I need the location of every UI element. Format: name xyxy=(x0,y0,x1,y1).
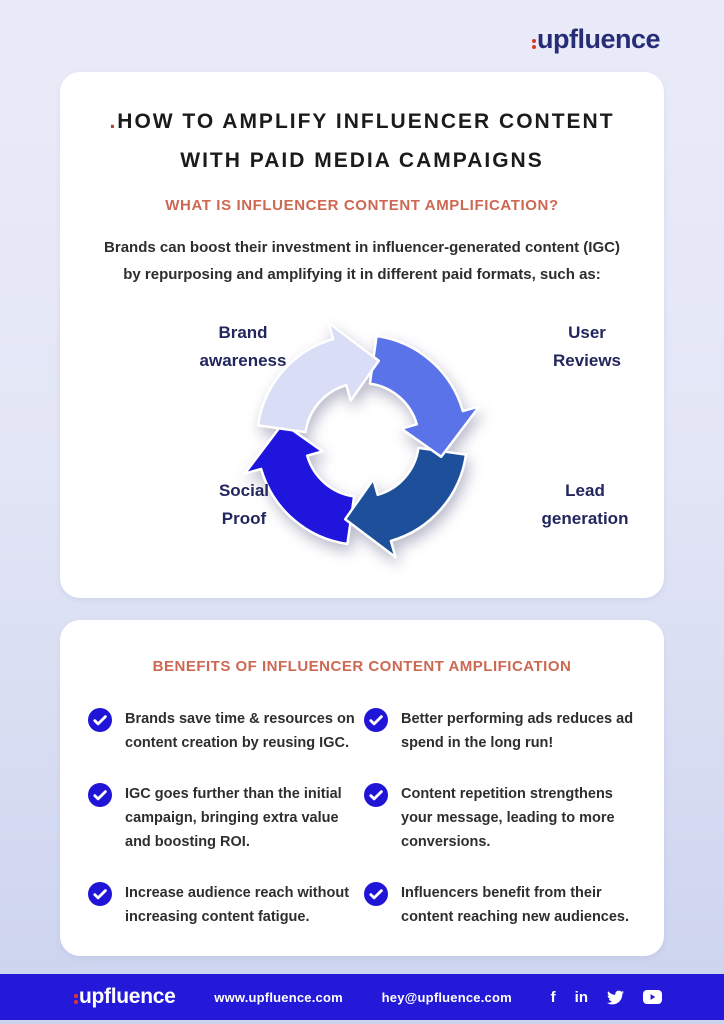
benefits-card: BENEFITS OF INFLUENCER CONTENT AMPLIFICA… xyxy=(60,620,664,956)
check-icon xyxy=(88,882,112,906)
footer-upfluence-logo: upfluence xyxy=(74,985,176,1009)
diagram-label-brand-awareness: Brand awareness xyxy=(199,323,287,370)
email-link[interactable]: hey@upfluence.com xyxy=(381,989,512,1005)
youtube-icon[interactable] xyxy=(643,990,662,1004)
title-dot: . xyxy=(109,110,118,133)
cycle-segment-lead-generation xyxy=(343,446,468,559)
benefit-text: IGC goes further than the initial campai… xyxy=(125,786,342,850)
list-item: Better performing ads reduces ad spend i… xyxy=(364,707,634,755)
cycle-segment-social-proof xyxy=(243,421,356,546)
intro-body-text: Brands can boost their investment in inf… xyxy=(104,239,620,283)
list-item: Content repetition strengthens your mess… xyxy=(364,782,634,854)
content-cycle-diagram: Brand awareness User Reviews Social Proo… xyxy=(60,292,664,592)
list-item: Brands save time & resources on content … xyxy=(88,707,358,755)
list-item: Influencers benefit from their content r… xyxy=(364,881,634,929)
cycle-diagram-svg xyxy=(243,321,481,559)
diagram-label-user-reviews: User Reviews xyxy=(552,323,622,370)
check-icon xyxy=(364,708,388,732)
diagram-label-lead-generation: Lead generation xyxy=(541,481,629,528)
page-title: .HOW TO AMPLIFY INFLUENCER CONTENT WITH … xyxy=(109,110,615,172)
intro-card: .HOW TO AMPLIFY INFLUENCER CONTENT WITH … xyxy=(60,72,664,598)
upfluence-logo: upfluence xyxy=(531,24,661,55)
benefits-columns: Brands save time & resources on content … xyxy=(60,707,664,929)
facebook-icon[interactable]: f xyxy=(550,988,556,1006)
benefit-text: Increase audience reach without increasi… xyxy=(125,885,350,925)
benefit-text: Brands save time & resources on content … xyxy=(125,711,355,751)
benefits-column-right: Better performing ads reduces ad spend i… xyxy=(364,707,634,929)
check-icon xyxy=(364,882,388,906)
benefit-text: Better performing ads reduces ad spend i… xyxy=(401,711,634,751)
cycle-segment-brand-awareness xyxy=(256,321,381,434)
list-item: IGC goes further than the initial campai… xyxy=(88,782,358,854)
benefit-text: Influencers benefit from their content r… xyxy=(401,885,630,925)
check-icon xyxy=(364,783,388,807)
check-icon xyxy=(88,708,112,732)
logo-text: upfluence xyxy=(536,24,661,54)
benefits-column-left: Brands save time & resources on content … xyxy=(88,707,358,929)
cycle-segment-user-reviews xyxy=(368,334,481,459)
benefit-text: Content repetition strengthens your mess… xyxy=(401,786,615,850)
benefits-title: BENEFITS OF INFLUENCER CONTENT AMPLIFICA… xyxy=(152,658,572,675)
linkedin-icon[interactable]: in xyxy=(574,988,588,1006)
social-icons-row: f in xyxy=(551,990,662,1005)
check-icon xyxy=(88,783,112,807)
website-link[interactable]: www.upfluence.com xyxy=(214,989,343,1005)
logo-red-dots-icon xyxy=(74,993,78,1004)
footer-logo-text: upfluence xyxy=(79,985,176,1008)
twitter-icon[interactable] xyxy=(607,990,624,1005)
intro-subtitle: WHAT IS INFLUENCER CONTENT AMPLIFICATION… xyxy=(165,197,559,214)
footer-bar: upfluence www.upfluence.com hey@upfluenc… xyxy=(0,974,724,1020)
list-item: Increase audience reach without increasi… xyxy=(88,881,358,929)
logo-red-dots-icon xyxy=(531,38,536,49)
diagram-label-social-proof: Social Proof xyxy=(218,481,270,528)
